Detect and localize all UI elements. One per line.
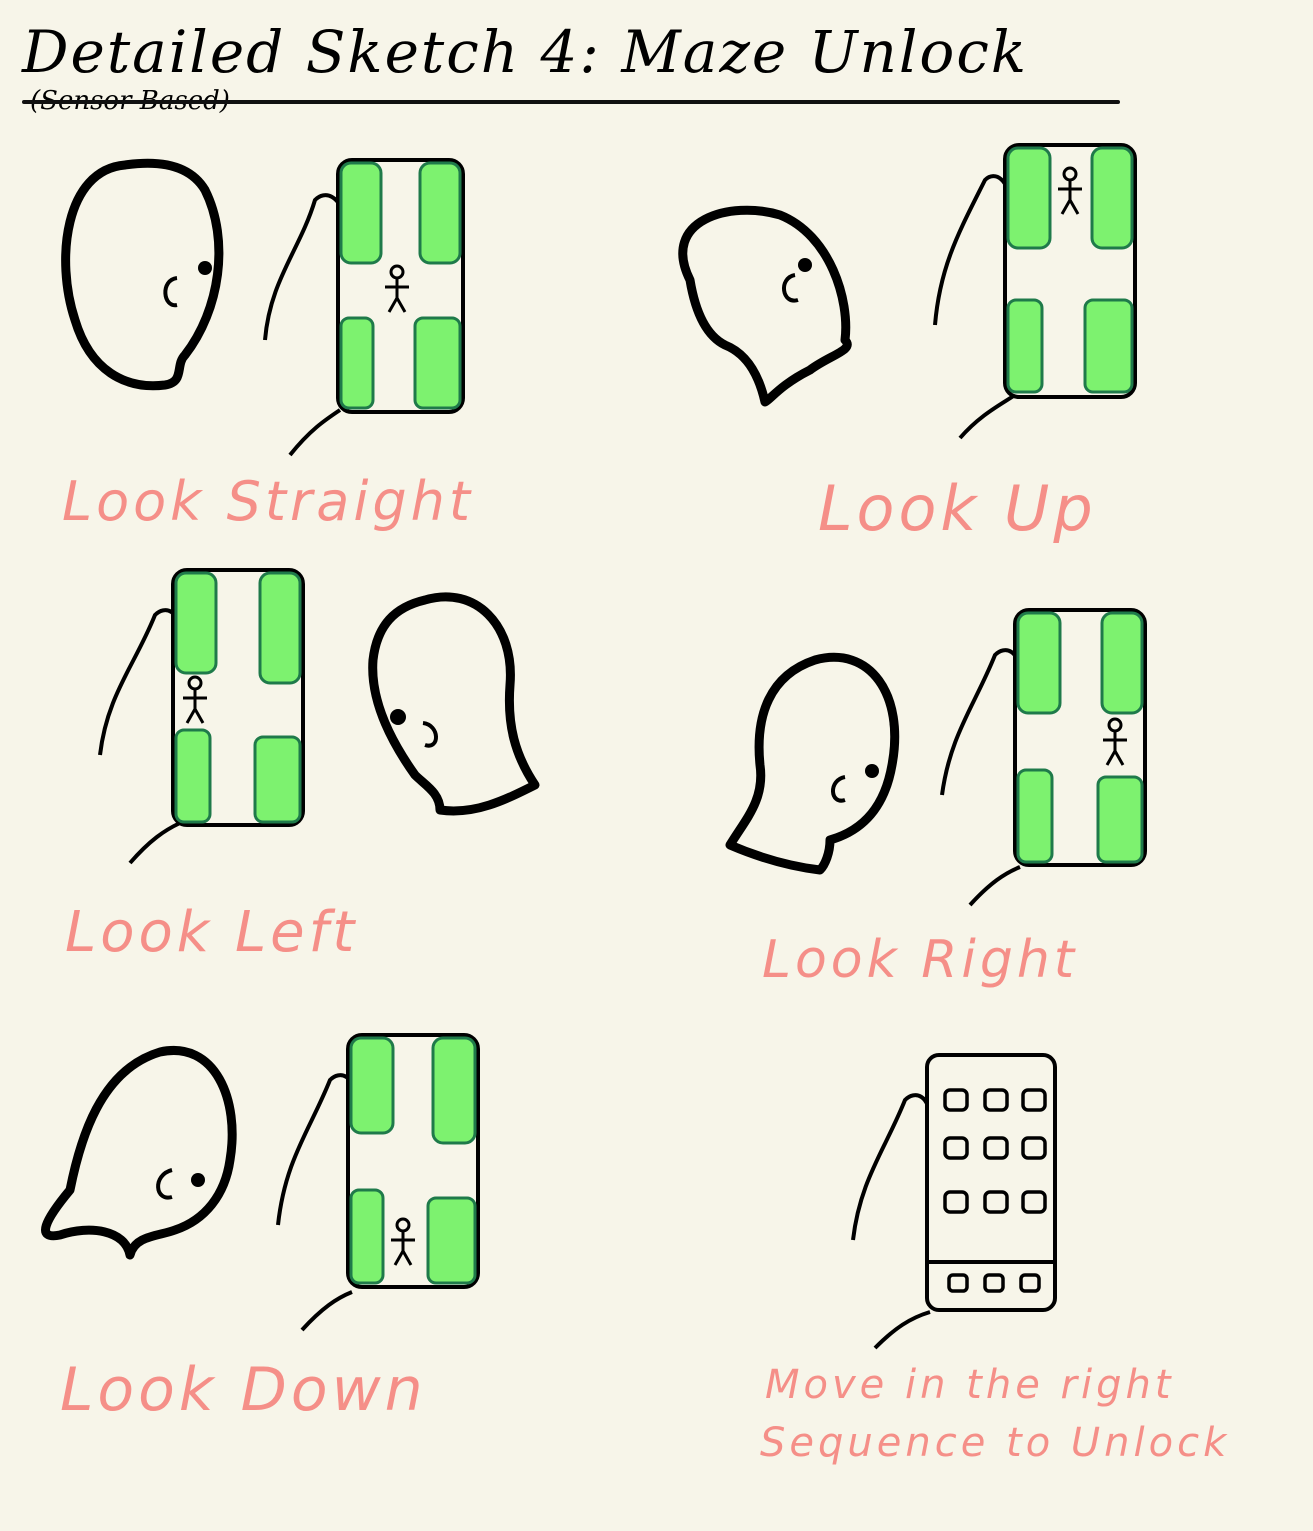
stick-figure-icon <box>391 1217 415 1266</box>
panel-look-right <box>725 608 1147 907</box>
panel-look-down <box>41 1033 480 1332</box>
panel-look-straight <box>61 158 465 457</box>
head-icon <box>368 592 540 816</box>
caption-look-left: Look Left <box>65 900 359 965</box>
hand-icon <box>98 608 182 865</box>
stick-figure-icon <box>385 264 409 313</box>
panel-look-left <box>98 568 540 865</box>
phone-icon <box>1003 143 1137 399</box>
caption-look-straight: Look Straight <box>62 470 475 533</box>
hand-icon <box>276 1073 357 1332</box>
phone-icon <box>171 568 305 827</box>
caption-look-down: Look Down <box>60 1355 427 1425</box>
head-icon <box>61 158 224 391</box>
panel-unlocked <box>851 1053 1057 1350</box>
phone-icon <box>336 158 465 414</box>
caption-unlock-line1: Move in the right <box>765 1362 1175 1408</box>
panel-look-up <box>678 143 1137 440</box>
app-grid-icon <box>943 1088 1047 1293</box>
head-icon <box>725 652 900 875</box>
title-main: Detailed Sketch 4: Maze Unlock <box>22 18 1028 86</box>
stick-figure-icon <box>183 675 207 724</box>
hand-icon <box>940 648 1022 907</box>
phone-icon <box>925 1053 1057 1312</box>
hand-icon <box>263 193 347 457</box>
phone-icon <box>1013 608 1147 867</box>
head-icon <box>678 205 852 407</box>
head-icon <box>41 1046 237 1260</box>
phone-icon <box>346 1033 480 1289</box>
stick-figure-icon <box>1058 166 1082 215</box>
title-underline <box>22 100 1120 104</box>
page-title: Detailed Sketch 4: Maze Unlock (Sensor B… <box>22 18 1122 116</box>
hand-icon <box>851 1093 932 1350</box>
stick-figure-icon <box>1103 717 1127 766</box>
caption-look-right: Look Right <box>762 930 1079 990</box>
caption-unlock-line2: Sequence to Unlock <box>760 1420 1231 1466</box>
caption-look-up: Look Up <box>818 472 1097 545</box>
